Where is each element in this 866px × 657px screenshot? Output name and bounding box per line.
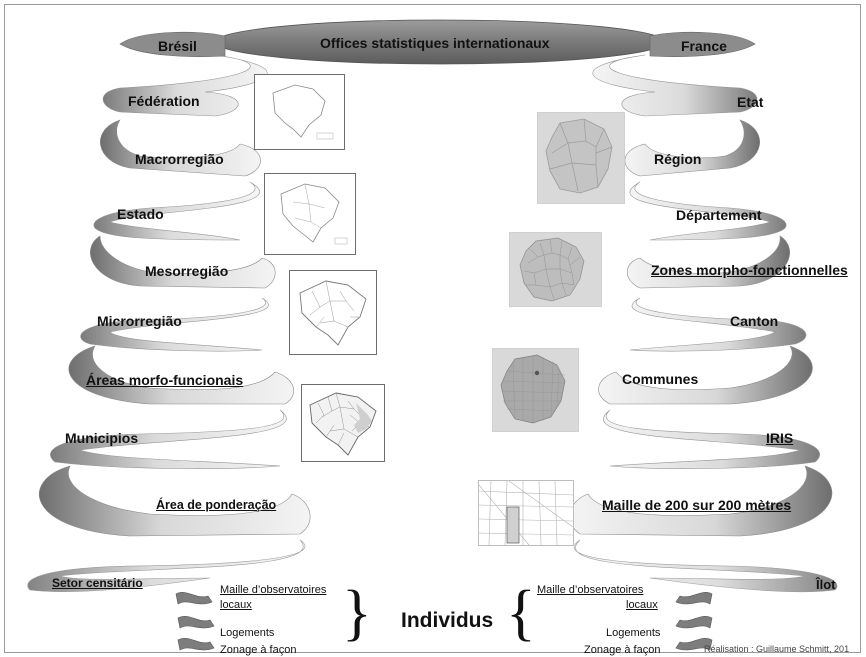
france-level-state: Etat: [737, 94, 764, 110]
brazil-mesoregion-map: [289, 270, 377, 355]
right-item-local: locaux: [626, 599, 658, 611]
banner-title: Offices statistiques internationaux: [320, 35, 550, 51]
france-base-level: Îlot: [816, 577, 836, 592]
france-grid-map: [478, 480, 574, 546]
france-level-canton: Canton: [730, 313, 779, 329]
brazil-state-map: [264, 173, 356, 255]
right-brace: {: [506, 579, 536, 647]
individuals-label: Individus: [401, 609, 494, 632]
brazil-level-macroregion: Macrorregião: [135, 151, 224, 167]
france-level-region: Région: [654, 151, 702, 167]
right-item-housing: Logements: [606, 627, 661, 639]
left-item-local: locaux: [220, 599, 252, 611]
right-item-custom-zoning: Zonage à façon: [584, 644, 661, 656]
diagram-frame: [4, 4, 861, 653]
brazil-level-mesoregion: Mesorregião: [145, 263, 229, 279]
france-department-map: [509, 232, 602, 307]
brazil-microregion-map: [301, 384, 385, 462]
france-level-iris: IRIS: [766, 430, 794, 446]
author-credit: Réalisation : Guillaume Schmitt, 201: [704, 644, 850, 654]
left-item-observatories: Maille d’observatoires: [220, 584, 327, 596]
brazil-header: Brésil: [158, 38, 197, 54]
brazil-level-weighting-area: Área de ponderação: [156, 498, 277, 512]
brazil-level-functional-areas: Áreas morfo-funcionais: [86, 372, 244, 388]
france-communes-map: [492, 348, 579, 432]
france-region-map: [537, 112, 625, 204]
brazil-federation-map: [254, 74, 345, 150]
left-item-housing: Logements: [220, 627, 275, 639]
brazil-level-state: Estado: [117, 206, 164, 222]
brazil-base-level: Setor censitário: [52, 576, 143, 590]
left-brace: }: [342, 579, 372, 647]
brazil-level-microregion: Microrregião: [97, 313, 182, 329]
france-header: France: [681, 38, 727, 54]
brazil-level-municipalities: Municipios: [65, 430, 139, 446]
france-level-department: Département: [676, 207, 762, 223]
france-level-communes: Communes: [622, 371, 699, 387]
france-level-functional-zones: Zones morpho-fonctionnelles: [651, 262, 848, 278]
right-item-observatories: Maille d’observatoires: [537, 584, 644, 596]
left-item-custom-zoning: Zonage à façon: [220, 644, 297, 656]
france-level-grid-200m: Maille de 200 sur 200 mètres: [602, 497, 792, 513]
brazil-level-federation: Fédération: [128, 93, 200, 109]
